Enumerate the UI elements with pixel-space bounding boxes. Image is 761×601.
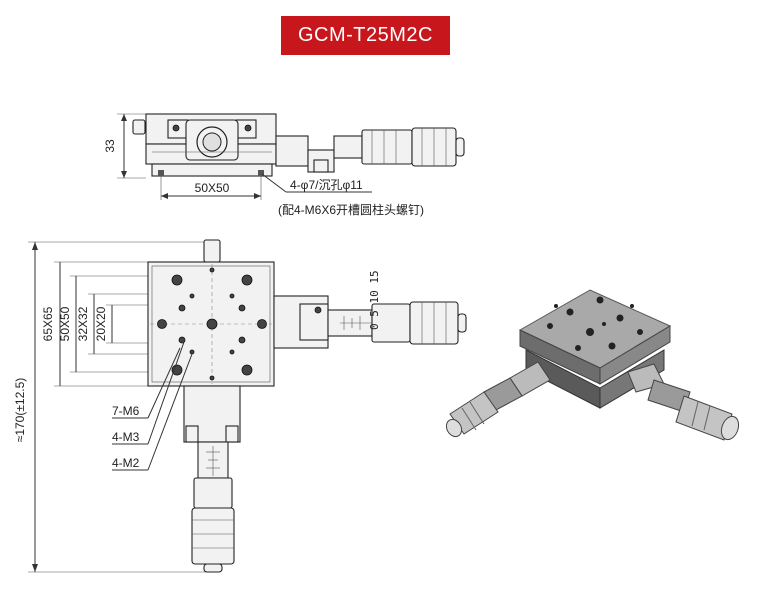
total-length-dim: ≈170(±12.5) — [13, 378, 27, 443]
stage-3d-render — [445, 289, 740, 441]
screw-note: (配4-M6X6开槽圆柱头螺钉) — [278, 202, 424, 217]
thread-m3-label: 4-M3 — [112, 430, 140, 444]
thread-m2-label: 4-M2 — [112, 456, 140, 470]
dim-20: 20X20 — [94, 306, 108, 341]
side-view: 33 — [103, 113, 465, 217]
model-title: GCM-T25M2C — [297, 24, 433, 46]
dim-50: 50X50 — [58, 306, 72, 341]
dim-32: 32X32 — [76, 306, 90, 341]
svg-text:0 5 10 15: 0 5 10 15 — [368, 270, 381, 330]
side-height-dim: 33 — [103, 139, 117, 153]
hole-note: 4-φ7/沉孔φ11 — [290, 178, 363, 192]
dim-65: 65X65 — [41, 306, 55, 341]
side-width-dim: 50X50 — [195, 181, 230, 195]
thread-m6-label: 7-M6 — [112, 404, 140, 418]
top-view: ≈170(±12.5) 65X65 50X50 32X32 20X20 — [13, 239, 467, 573]
model-title-box: GCM-T25M2C — [281, 16, 450, 55]
